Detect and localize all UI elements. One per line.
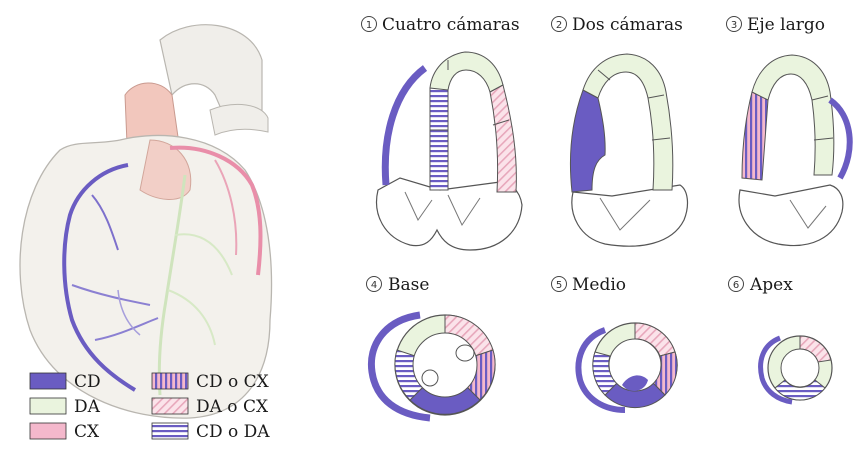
view-two-chamber: [570, 54, 687, 246]
legend-label-cd-o-da: CD o DA: [196, 422, 270, 442]
legend-label-da-o-cx: DA o CX: [196, 397, 269, 417]
view-number-4: 4: [371, 280, 377, 291]
heart-illustration: [20, 25, 272, 418]
legend-label-da: DA: [74, 397, 101, 417]
legend-item-cd: CD: [30, 372, 101, 392]
view-title-6: 6 Apex: [729, 275, 794, 295]
view-number-6: 6: [733, 280, 739, 291]
view-title-3: 3 Eje largo: [727, 15, 825, 35]
view-label-eje-largo: Eje largo: [747, 15, 825, 35]
view-label-cuatro-camaras: Cuatro cámaras: [382, 15, 520, 35]
view-title-5: 5 Medio: [552, 275, 627, 295]
legend-label-cd: CD: [74, 372, 101, 392]
view-number-1: 1: [366, 20, 372, 31]
view-number-2: 2: [556, 20, 562, 31]
legend-item-da: DA: [30, 397, 101, 417]
view-number-3: 3: [731, 20, 737, 31]
view-label-medio: Medio: [572, 275, 626, 295]
view-title-4: 4 Base: [367, 275, 430, 295]
legend-item-cd-o-cx: CD o CX: [152, 372, 270, 392]
view-apex: [761, 336, 832, 402]
legend-label-cx: CX: [74, 422, 100, 442]
view-title-2: 2 Dos cámaras: [552, 15, 683, 35]
legend-item-da-o-cx: DA o CX: [152, 397, 269, 417]
legend-label-cd-o-cx: CD o CX: [196, 372, 270, 392]
view-long-axis: [739, 55, 850, 246]
view-label-base: Base: [388, 275, 429, 295]
view-four-chamber: [377, 52, 522, 250]
legend-item-cd-o-da: CD o DA: [152, 422, 270, 442]
legend-item-cx: CX: [30, 422, 100, 442]
view-mid: [578, 323, 677, 410]
view-number-5: 5: [556, 280, 562, 291]
view-title-1: 1 Cuatro cámaras: [362, 15, 520, 35]
view-base: [371, 315, 495, 418]
view-label-dos-camaras: Dos cámaras: [572, 15, 683, 35]
view-label-apex: Apex: [749, 275, 793, 295]
